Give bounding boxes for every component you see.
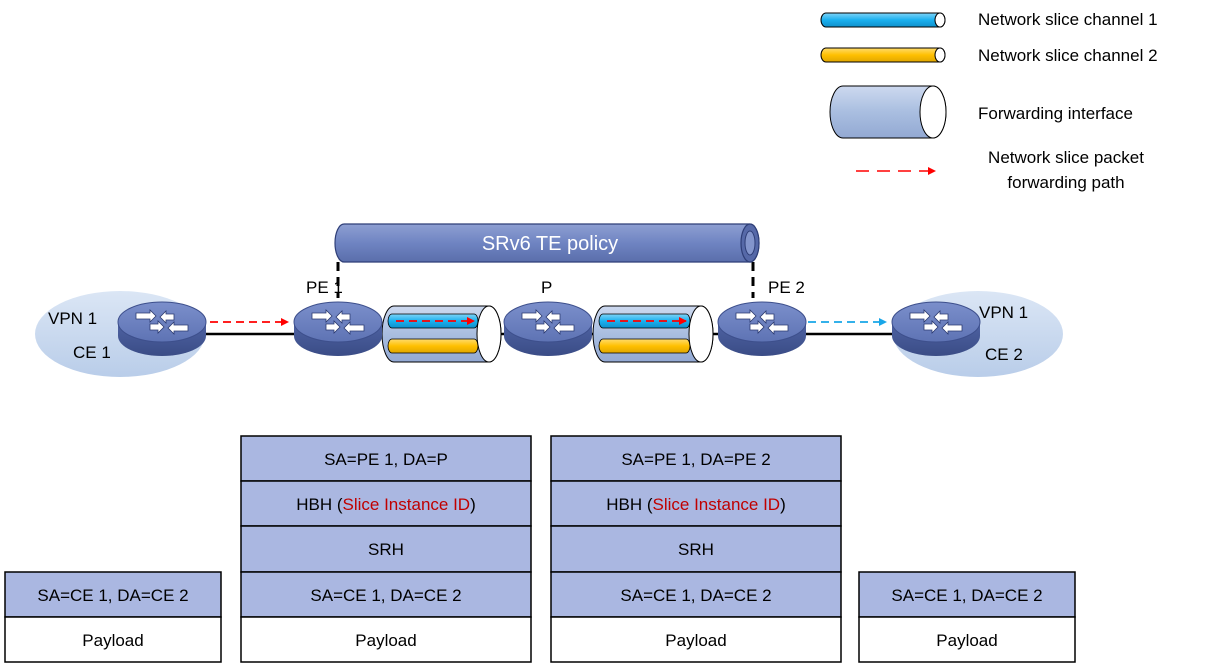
srv6-te-policy-label: SRv6 TE policy xyxy=(482,233,618,255)
legend-channel1-label: Network slice channel 1 xyxy=(978,10,1158,29)
payload: Payload xyxy=(665,631,726,650)
router-pe2-icon xyxy=(717,301,807,357)
forwarding-interface-p-pe2 xyxy=(592,305,714,363)
packet-stack-ce2: SA=CE 1, DA=CE 2 Payload xyxy=(858,571,1076,663)
srv6-te-policy: SRv6 TE policy xyxy=(334,223,760,298)
legend-channel2-icon xyxy=(820,47,946,63)
ip-header: SA=CE 1, DA=CE 2 xyxy=(37,586,188,605)
forwarding-interface-pe1-p xyxy=(381,305,502,363)
payload: Payload xyxy=(82,631,143,650)
pe1-name-label: PE 1 xyxy=(306,278,343,297)
packet-stack-p: SA=PE 1, DA=PE 2 HBH (Slice Instance ID)… xyxy=(550,435,842,663)
slice-instance-id: Slice Instance ID xyxy=(343,495,471,514)
legend-channel1-icon xyxy=(820,12,946,28)
forwarding-path xyxy=(210,317,887,326)
pe2-name-label: PE 2 xyxy=(768,278,805,297)
ce1-name-label: CE 1 xyxy=(73,343,111,362)
legend-path-label-line2: forwarding path xyxy=(1007,173,1124,192)
srh-header: SRH xyxy=(678,540,714,559)
packet-stack-pe1: SA=PE 1, DA=P HBH (Slice Instance ID) SR… xyxy=(240,435,532,663)
router-ce1-icon xyxy=(117,301,207,357)
payload: Payload xyxy=(355,631,416,650)
ce2-name-label: CE 2 xyxy=(985,345,1023,364)
slice-channel2-tube xyxy=(387,338,479,354)
slice-instance-id: Slice Instance ID xyxy=(653,495,781,514)
legend: Network slice channel 1 Network slice ch… xyxy=(820,10,1158,192)
router-ce2-icon xyxy=(891,301,981,357)
inner-ip-header: SA=CE 1, DA=CE 2 xyxy=(310,586,461,605)
router-pe1-icon xyxy=(293,301,383,357)
outer-ip-header: SA=PE 1, DA=P xyxy=(324,450,448,469)
ip-header: SA=CE 1, DA=CE 2 xyxy=(891,586,1042,605)
slice-channel1-tube xyxy=(598,313,691,329)
legend-channel2-label: Network slice channel 2 xyxy=(978,46,1158,65)
legend-forwarding-interface-label: Forwarding interface xyxy=(978,104,1133,123)
inner-ip-header: SA=CE 1, DA=CE 2 xyxy=(620,586,771,605)
outer-ip-header: SA=PE 1, DA=PE 2 xyxy=(621,450,770,469)
ce1-vpn-label: VPN 1 xyxy=(48,309,97,328)
slice-channel1-tube xyxy=(387,313,479,329)
hbh-header: HBH (Slice Instance ID) xyxy=(606,495,786,514)
srh-header: SRH xyxy=(368,540,404,559)
ce2-vpn-label: VPN 1 xyxy=(979,303,1028,322)
legend-path-label-line1: Network slice packet xyxy=(988,148,1144,167)
p-name-label: P xyxy=(541,278,552,297)
legend-forwarding-interface-icon xyxy=(829,85,947,139)
router-p-icon xyxy=(503,301,593,357)
slice-channel2-tube xyxy=(598,338,691,354)
hbh-header: HBH (Slice Instance ID) xyxy=(296,495,476,514)
payload: Payload xyxy=(936,631,997,650)
packet-stack-ce1: SA=CE 1, DA=CE 2 Payload xyxy=(4,571,222,663)
device-labels: VPN 1 CE 1 PE 1 P PE 2 VPN 1 CE 2 xyxy=(48,278,1028,364)
